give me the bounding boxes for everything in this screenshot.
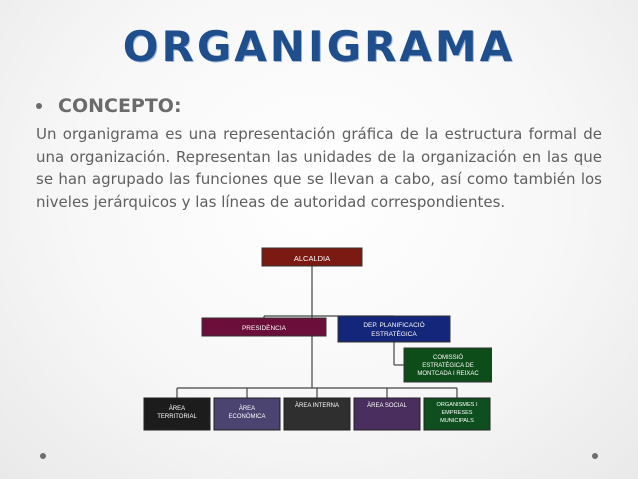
org-node-label: MUNICIPALS bbox=[440, 418, 474, 424]
org-chart: ALCALDIA PRESIDÈNCIA DEP. PLANIFICACIÓ E… bbox=[142, 240, 493, 440]
org-node-organismes: ORGANISMES I EMPRESES MUNICIPALS bbox=[423, 397, 491, 431]
org-node-label: ESTRATÈGICA bbox=[371, 329, 417, 338]
org-chart-svg: ALCALDIA PRESIDÈNCIA DEP. PLANIFICACIÓ E… bbox=[143, 247, 493, 431]
org-node-area-economica: ÀREA ECONÒMICA bbox=[213, 397, 281, 431]
bullet-label: CONCEPTO: bbox=[58, 95, 182, 117]
org-node-label: DEP. PLANIFICACIÓ bbox=[363, 320, 424, 329]
org-node-label: ÀREA bbox=[169, 405, 185, 412]
org-node-label: ESTRATÈGICA DE bbox=[422, 362, 474, 369]
org-node-alcaldia: ALCALDIA bbox=[261, 247, 363, 267]
org-node-area-interna: ÀREA INTERNA bbox=[283, 397, 351, 431]
org-node-presidencia: PRESIDÈNCIA bbox=[201, 317, 327, 337]
org-node-label: MONTCADA I REIXAC bbox=[417, 371, 479, 377]
bullet-icon bbox=[36, 103, 42, 109]
org-node-label: ECONÒMICA bbox=[228, 413, 265, 420]
org-node-label: COMISSIÓ bbox=[433, 354, 463, 361]
org-bottom-row: ÀREA TERRITORIAL ÀREA ECONÒMICA ÀREA INT… bbox=[143, 397, 491, 431]
org-node-comissio: COMISSIÓ ESTRATÈGICA DE MONTCADA I REIXA… bbox=[403, 347, 493, 383]
org-node-label: ÀREA INTERNA bbox=[295, 402, 339, 409]
corner-dot-left bbox=[40, 453, 46, 459]
org-node-label: PRESIDÈNCIA bbox=[242, 323, 287, 332]
bullet-concepto: CONCEPTO: bbox=[36, 95, 182, 117]
org-node-label: ÀREA bbox=[239, 405, 255, 412]
slide-title: ORGANIGRAMA bbox=[122, 22, 516, 71]
org-node-label: TERRITORIAL bbox=[157, 414, 197, 420]
org-node-area-social: ÀREA SOCIAL bbox=[353, 397, 421, 431]
org-node-label: EMPRESES bbox=[441, 410, 472, 416]
org-node-planificacio: DEP. PLANIFICACIÓ ESTRATÈGICA bbox=[337, 315, 451, 343]
corner-dot-right bbox=[592, 453, 598, 459]
org-node-label: ORGANISMES I bbox=[436, 402, 477, 408]
concept-paragraph: Un organigrama es una representación grá… bbox=[36, 125, 602, 211]
org-node-label: ALCALDIA bbox=[294, 254, 330, 263]
org-node-area-territorial: ÀREA TERRITORIAL bbox=[143, 397, 211, 431]
org-node-label: ÀREA SOCIAL bbox=[367, 402, 407, 409]
